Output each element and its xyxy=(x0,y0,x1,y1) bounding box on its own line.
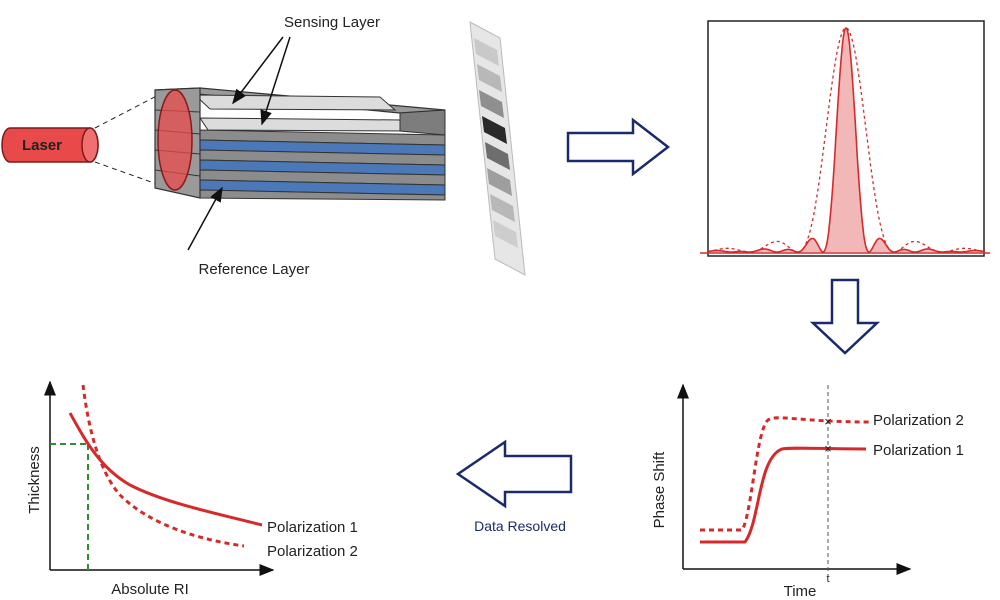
left-flow-arrow xyxy=(455,439,573,509)
thickness-legend-pol2: Polarization 2 xyxy=(267,543,358,560)
phase-curve-pol1 xyxy=(700,446,867,544)
thickness-curve-pol2 xyxy=(81,384,245,548)
thickness-plot: Polarization 1 Polarization 2 Thickness … xyxy=(26,380,358,598)
phase-legend-pol1: Polarization 1 xyxy=(873,442,964,459)
time-marker-label: t xyxy=(826,573,829,585)
sensing-layer-pointer-1 xyxy=(232,36,284,105)
sensing-layer-label: Sensing Layer xyxy=(284,14,380,31)
fringe-pattern-screen xyxy=(469,21,526,276)
laser-spot xyxy=(157,89,193,191)
fringe-curve xyxy=(708,27,984,253)
fringe-fill-area xyxy=(708,28,984,252)
fringe-fill xyxy=(708,28,984,252)
down-flow-arrow xyxy=(809,278,881,355)
laser-label: Laser xyxy=(22,137,62,154)
phase-curve-pol2 xyxy=(700,416,871,532)
reference-layer-label: Reference Layer xyxy=(199,261,310,278)
waveguide-chip xyxy=(154,87,446,201)
right-flow-arrow xyxy=(566,117,671,177)
thickness-curve-pol1 xyxy=(68,412,263,527)
fringe-intensity-plot xyxy=(700,20,990,257)
phase-legend-pol2: Polarization 2 xyxy=(873,412,964,429)
phase-shift-plot: t × × Polarization 2 Polarization 1 Phas… xyxy=(651,383,964,600)
thickness-axis-label: Thickness xyxy=(26,446,43,514)
time-axis-label: Time xyxy=(784,583,817,600)
sensing-layer-pointer-2 xyxy=(260,36,291,126)
data-resolved-label: Data Resolved xyxy=(474,518,566,534)
thickness-legend-pol1: Polarization 1 xyxy=(267,519,358,536)
absolute-ri-axis-label: Absolute RI xyxy=(111,581,189,598)
svg-text:×: × xyxy=(824,414,832,429)
reference-layer-pointer xyxy=(187,186,223,251)
laser-source: Laser xyxy=(1,127,99,163)
svg-text:×: × xyxy=(824,441,832,456)
phase-shift-axis-label: Phase Shift xyxy=(651,451,668,529)
